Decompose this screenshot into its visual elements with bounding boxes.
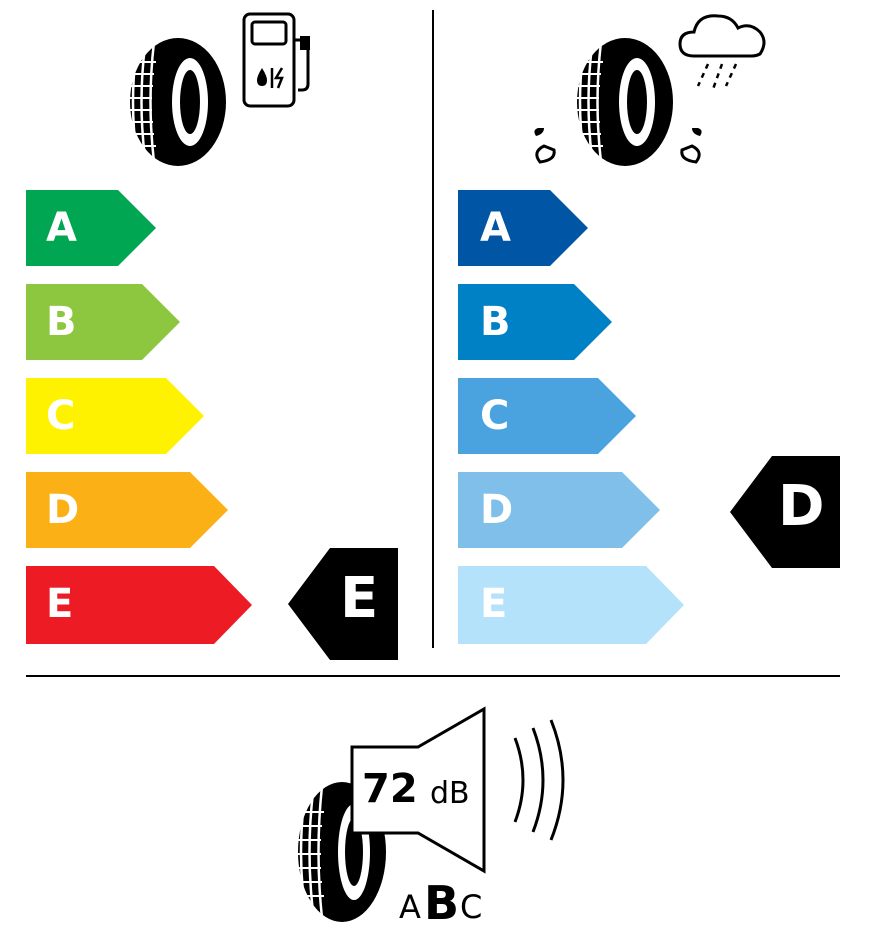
wet-class-letter: E: [480, 581, 508, 627]
fuel-class-letter: D: [46, 487, 80, 533]
sound-waves-icon: [513, 719, 565, 841]
water-splash-icon: [680, 128, 702, 164]
fuel-class-letter: A: [46, 205, 77, 251]
wet-class-e: E: [458, 566, 684, 644]
fuel-rating-indicator: E: [288, 548, 398, 660]
noise-class-low: A: [399, 888, 421, 926]
fuel-class-d: D: [26, 472, 228, 548]
tyre-icon: [575, 38, 673, 166]
fuel-class-e: E: [26, 566, 252, 644]
water-splash-icon: [534, 128, 556, 164]
noise-class-current: B: [424, 876, 460, 930]
noise-class-high: C: [460, 888, 483, 926]
noise-value: 72: [362, 766, 418, 812]
wet-class-letter: B: [480, 299, 511, 345]
wet-class-b: B: [458, 284, 612, 360]
fuel-rating-letter: E: [340, 566, 379, 631]
wet-class-letter: A: [480, 205, 511, 251]
fuel-class-letter: E: [46, 581, 74, 627]
wet-class-d: D: [458, 472, 660, 548]
fuel-pump-icon: [242, 12, 310, 108]
wet-class-c: C: [458, 378, 636, 454]
wet-class-letter: D: [480, 487, 514, 533]
fuel-class-a: A: [26, 190, 156, 266]
rain-cloud-icon: [678, 14, 766, 93]
fuel-class-letter: C: [46, 393, 76, 439]
wet-rating-letter: D: [778, 474, 825, 539]
wet-class-a: A: [458, 190, 588, 266]
fuel-class-b: B: [26, 284, 180, 360]
wet-class-letter: C: [480, 393, 510, 439]
noise-unit: dB: [430, 776, 470, 811]
tyre-icon: [128, 38, 226, 166]
fuel-class-letter: B: [46, 299, 77, 345]
fuel-class-c: C: [26, 378, 204, 454]
vertical-divider: [432, 10, 434, 648]
horizontal-divider: [26, 675, 840, 677]
wet-rating-indicator: D: [730, 456, 840, 568]
speaker-icon: [350, 706, 486, 874]
